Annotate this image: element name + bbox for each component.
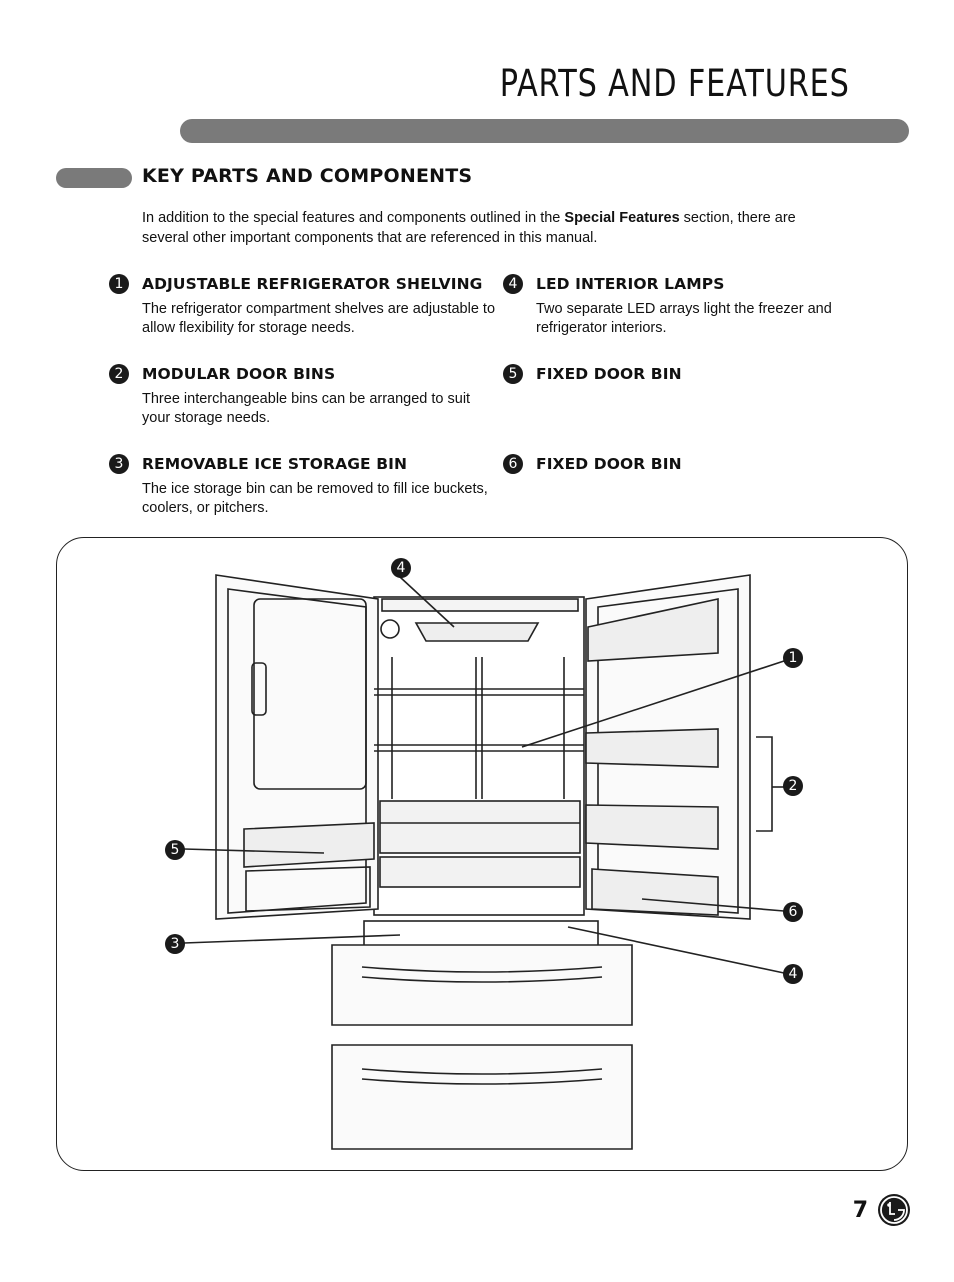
callout-2: 2 xyxy=(783,776,803,796)
intro-text-2: section, there are several other importa… xyxy=(142,210,796,246)
item-heading: LED INTERIOR LAMPS xyxy=(536,275,725,293)
item-heading: ADJUSTABLE REFRIGERATOR SHELVING xyxy=(142,275,483,293)
item-description: The ice storage bin can be removed to fi… xyxy=(142,481,488,516)
item-heading: MODULAR DOOR BINS xyxy=(142,365,336,383)
number-badge: 1 xyxy=(109,274,129,294)
section-pill xyxy=(56,168,132,188)
item-shelving: 1 ADJUSTABLE REFRIGERATOR SHELVING The r… xyxy=(109,274,502,338)
callout-4-top: 4 xyxy=(391,558,411,578)
item-heading: REMOVABLE ICE STORAGE BIN xyxy=(142,455,408,473)
callout-6: 6 xyxy=(783,902,803,922)
item-ice-bin: 3 REMOVABLE ICE STORAGE BIN The ice stor… xyxy=(109,454,502,518)
item-description: The refrigerator compartment shelves are… xyxy=(142,301,496,336)
item-heading: FIXED DOOR BIN xyxy=(536,455,682,473)
item-door-bins: 2 MODULAR DOOR BINS Three interchangeabl… xyxy=(109,364,502,428)
page-title: PARTS AND FEATURES xyxy=(500,62,850,105)
item-fixed-bin-6: 6 FIXED DOOR BIN xyxy=(503,454,896,474)
number-badge: 3 xyxy=(109,454,129,474)
callout-4-bottom: 4 xyxy=(783,964,803,984)
lg-logo-icon xyxy=(880,1196,908,1224)
refrigerator-illustration xyxy=(183,573,786,1150)
item-description: Three interchangeable bins can be arrang… xyxy=(142,391,471,426)
lg-logo-icon xyxy=(878,1194,910,1226)
intro-text-1: In addition to the special features and … xyxy=(142,210,565,226)
intro-paragraph: In addition to the special features and … xyxy=(142,208,842,248)
number-badge: 2 xyxy=(109,364,129,384)
number-badge: 5 xyxy=(503,364,523,384)
item-heading: FIXED DOOR BIN xyxy=(536,365,682,383)
refrigerator-diagram: 4 1 2 5 6 3 4 xyxy=(56,537,908,1171)
title-bar xyxy=(180,119,909,143)
page-number: 7 xyxy=(852,1198,868,1223)
section-heading: KEY PARTS AND COMPONENTS xyxy=(142,165,473,187)
item-led-lamps: 4 LED INTERIOR LAMPS Two separate LED ar… xyxy=(503,274,896,338)
item-description: Two separate LED arrays light the freeze… xyxy=(536,301,832,336)
callout-3: 3 xyxy=(165,934,185,954)
callout-5: 5 xyxy=(165,840,185,860)
intro-bold: Special Features xyxy=(564,210,680,226)
callout-1: 1 xyxy=(783,648,803,668)
number-badge: 4 xyxy=(503,274,523,294)
number-badge: 6 xyxy=(503,454,523,474)
item-fixed-bin-5: 5 FIXED DOOR BIN xyxy=(503,364,896,384)
